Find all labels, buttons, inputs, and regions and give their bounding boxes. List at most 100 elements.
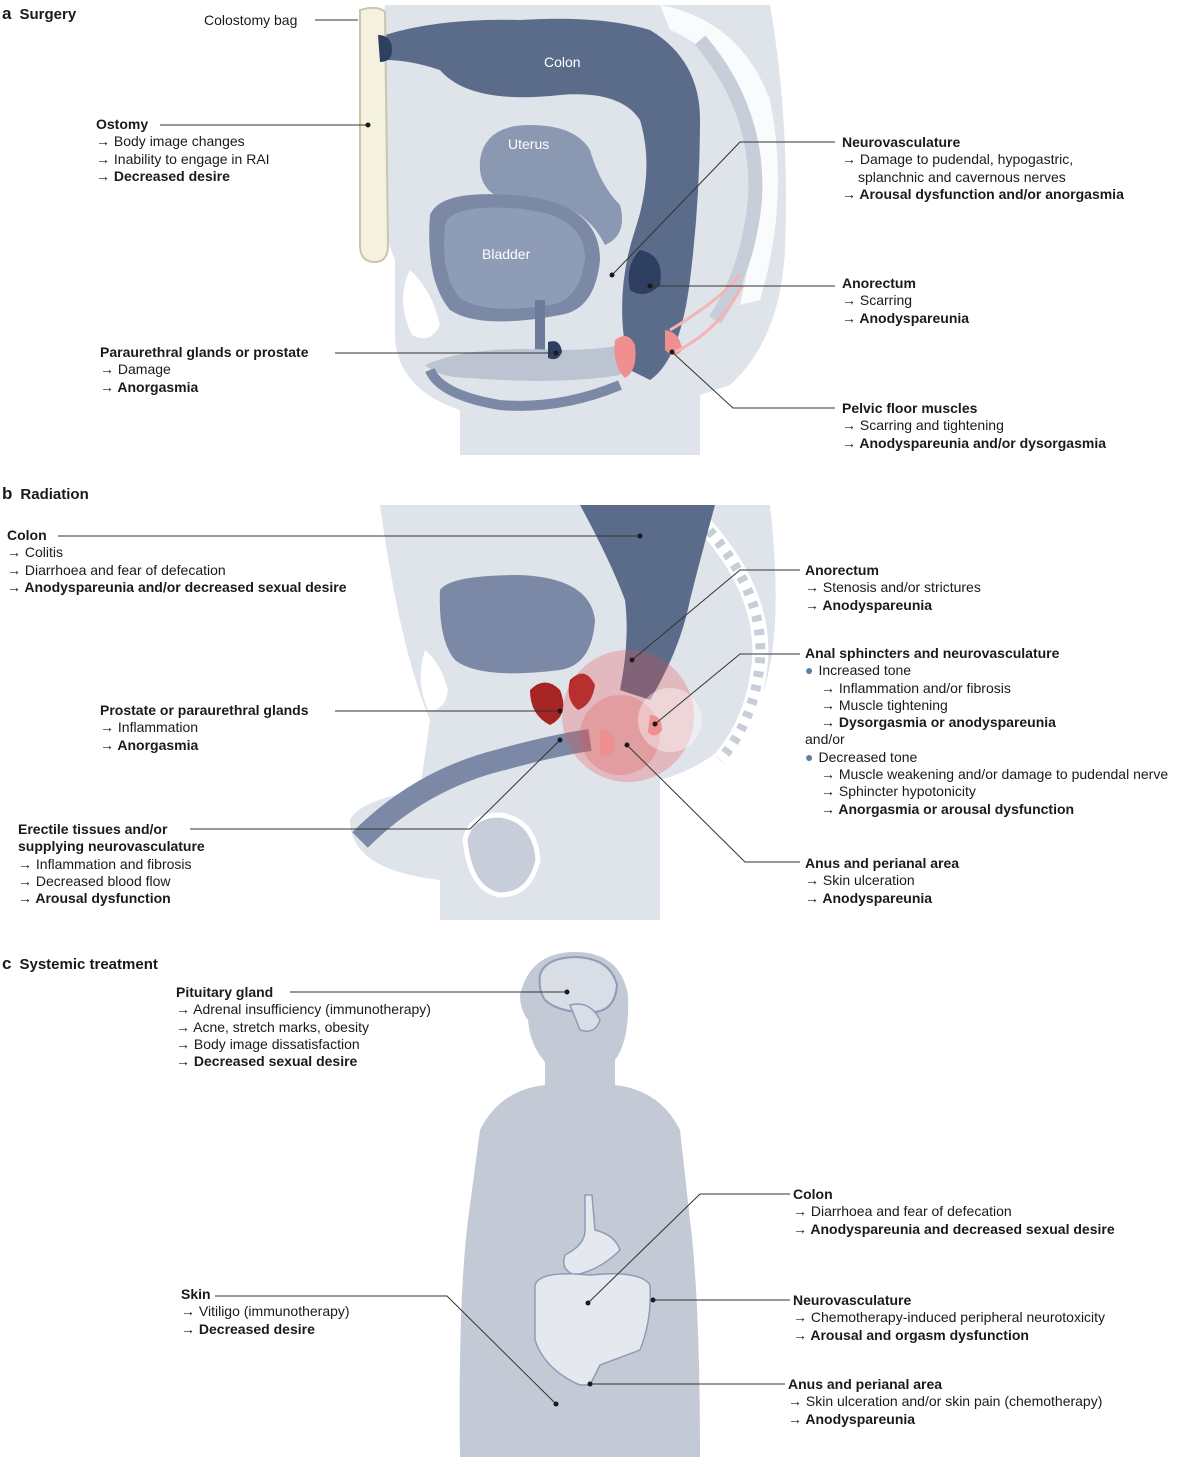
label-line: → Body image changes	[96, 133, 245, 150]
label-outcome: → Anodyspareunia	[805, 889, 933, 906]
panel-letter: c	[2, 954, 12, 973]
label-line: → Chemotherapy-induced peripheral neurot…	[793, 1309, 1106, 1326]
label-line: → Damage to pudendal, hypogastric,	[842, 151, 1074, 168]
label-line: → Skin ulceration and/or skin pain (chem…	[788, 1393, 1103, 1410]
colon-systemic-label: Colon → Diarrhoea and fear of defecation…	[793, 1186, 1115, 1238]
panel-letter: b	[2, 484, 13, 503]
panel-title-text: Surgery	[19, 6, 77, 23]
label-outcome: → Anodyspareunia and/or decreased sexual…	[7, 578, 347, 595]
leader-lines	[58, 19, 835, 1405]
label-title: Ostomy	[96, 116, 149, 132]
label-outcome: → Anodyspareunia	[788, 1410, 916, 1427]
neurovasculature-systemic-label: Neurovasculature → Chemotherapy-induced …	[793, 1292, 1105, 1344]
label-line: → Adrenal insufficiency (immunotherapy)	[176, 1001, 431, 1018]
colon-organ-label: Colon	[544, 54, 581, 70]
colostomy-bag-label: Colostomy bag	[204, 12, 298, 28]
leader-dots	[365, 122, 675, 1407]
bullet-increased-tone: ●Increased tone	[805, 662, 1168, 679]
label-line: → Damage	[100, 361, 171, 378]
label-title: Colon	[7, 527, 47, 543]
label-outcome: → Anorgasmia	[100, 378, 199, 395]
label-outcome: → Anorgasmia	[100, 736, 199, 753]
label-outcome: → Anodyspareunia	[842, 309, 970, 326]
label-title-2: supplying neurovasculature	[18, 838, 205, 855]
panel-b-title: b Radiation	[2, 484, 89, 504]
label-line: → Acne, stretch marks, obesity	[176, 1018, 369, 1035]
label-line: → Body image dissatisfaction	[176, 1035, 360, 1052]
label-title: Paraurethral glands or prostate	[100, 344, 309, 360]
anus-perianal-systemic-label: Anus and perianal area → Skin ulceration…	[788, 1376, 1102, 1428]
uterus-organ-label: Uterus	[508, 136, 550, 152]
anal-sphincters-label: Anal sphincters and neurovasculature ●In…	[805, 645, 1168, 818]
panel-title-text: Systemic treatment	[19, 956, 158, 973]
label-line: → Stenosis and/or strictures	[805, 579, 981, 596]
label-line: → Skin ulceration	[805, 872, 915, 889]
panel-letter: a	[2, 4, 12, 23]
label-outcome: → Arousal dysfunction	[18, 890, 171, 907]
body-silhouette-illustration	[459, 952, 700, 1457]
label-title: Skin	[181, 1286, 211, 1302]
label-outcome: → Anodyspareunia and decreased sexual de…	[793, 1220, 1115, 1237]
label-line: → Muscle weakening and/or damage to pude…	[821, 766, 1169, 783]
ostomy-label: Ostomy → Body image changes → Inability …	[96, 116, 270, 185]
label-line: splanchnic and cavernous nerves	[858, 168, 1066, 185]
radiation-pelvis-illustration	[350, 505, 776, 920]
bullet-dot: ●	[805, 662, 814, 679]
label-outcome: → Anodyspareunia and/or dysorgasmia	[842, 434, 1106, 451]
anorectum-radiation-label: Anorectum → Stenosis and/or strictures →…	[805, 562, 981, 614]
label-title: Anal sphincters and neurovasculature	[805, 645, 1060, 661]
label-title: Colon	[793, 1186, 833, 1202]
label-line: → Scarring and tightening	[842, 417, 1004, 434]
label-title: Pituitary gland	[176, 984, 274, 1000]
colon-radiation-label: Colon → Colitis → Diarrhoea and fear of …	[7, 527, 347, 596]
pituitary-gland-label: Pituitary gland → Adrenal insufficiency …	[176, 984, 431, 1070]
label-line: → Diarrhoea and fear of defecation	[7, 561, 226, 578]
label-outcome: → Anorgasmia or arousal dysfunction	[821, 800, 1075, 817]
label-line: → Muscle tightening	[821, 696, 948, 713]
label-outcome: → Arousal and orgasm dysfunction	[793, 1326, 1029, 1343]
label-outcome: → Decreased desire	[96, 167, 230, 184]
label-title: Anorectum	[842, 275, 916, 291]
bullet-decreased-tone: ●Decreased tone	[805, 749, 1168, 766]
label-outcome: → Anodyspareunia	[805, 596, 933, 613]
label-title: Neurovasculature	[793, 1292, 912, 1308]
label-line: → Inflammation and/or fibrosis	[821, 679, 1011, 696]
label-outcome: → Dysorgasmia or anodyspareunia	[821, 714, 1056, 731]
label-title: Anorectum	[805, 562, 879, 578]
anus-perianal-radiation-label: Anus and perianal area → Skin ulceration…	[805, 855, 959, 907]
bullet-text: Decreased tone	[818, 748, 918, 765]
bullet-dot: ●	[805, 748, 814, 765]
label-title: Pelvic floor muscles	[842, 400, 978, 416]
bladder-organ-label: Bladder	[482, 246, 531, 262]
label-line: → Diarrhoea and fear of defecation	[793, 1203, 1012, 1220]
label-title: Anus and perianal area	[805, 855, 960, 871]
label-title: Neurovasculature	[842, 134, 961, 150]
paraurethral-prostate-label: Paraurethral glands or prostate → Damage…	[100, 344, 309, 396]
neurovasculature-surgery-label: Neurovasculature → Damage to pudendal, h…	[842, 134, 1124, 203]
label-line: → Decreased blood flow	[18, 872, 171, 889]
anorectum-surgery-label: Anorectum → Scarring → Anodyspareunia	[842, 275, 969, 327]
prostate-paraurethral-label: Prostate or paraurethral glands → Inflam…	[100, 702, 309, 754]
label-outcome: → Arousal dysfunction and/or anorgasmia	[842, 185, 1124, 202]
panel-title-text: Radiation	[20, 486, 89, 503]
label-outcome: → Decreased sexual desire	[176, 1053, 358, 1070]
label-outcome: → Decreased desire	[181, 1320, 315, 1337]
surgery-pelvis-illustration	[359, 5, 786, 455]
label-line: → Inflammation	[100, 719, 199, 736]
pelvic-floor-label: Pelvic floor muscles → Scarring and tigh…	[842, 400, 1106, 452]
panel-c-title: c Systemic treatment	[2, 954, 158, 974]
andor-text: and/or	[805, 731, 845, 748]
bullet-text: Increased tone	[818, 662, 912, 679]
label-line: → Colitis	[7, 544, 64, 561]
label-title: Anus and perianal area	[788, 1376, 943, 1392]
erectile-tissues-label: Erectile tissues and/or supplying neurov…	[18, 821, 205, 907]
panel-a-title: a Surgery	[2, 4, 76, 24]
label-line: → Inflammation and fibrosis	[18, 855, 192, 872]
label-line: → Vitiligo (immunotherapy)	[181, 1303, 350, 1320]
label-title: Erectile tissues and/or	[18, 821, 168, 837]
label-line: → Scarring	[842, 292, 913, 309]
label-title: Prostate or paraurethral glands	[100, 702, 309, 718]
label-line: → Inability to engage in RAI	[96, 150, 270, 167]
label-line: → Sphincter hypotonicity	[821, 783, 976, 800]
